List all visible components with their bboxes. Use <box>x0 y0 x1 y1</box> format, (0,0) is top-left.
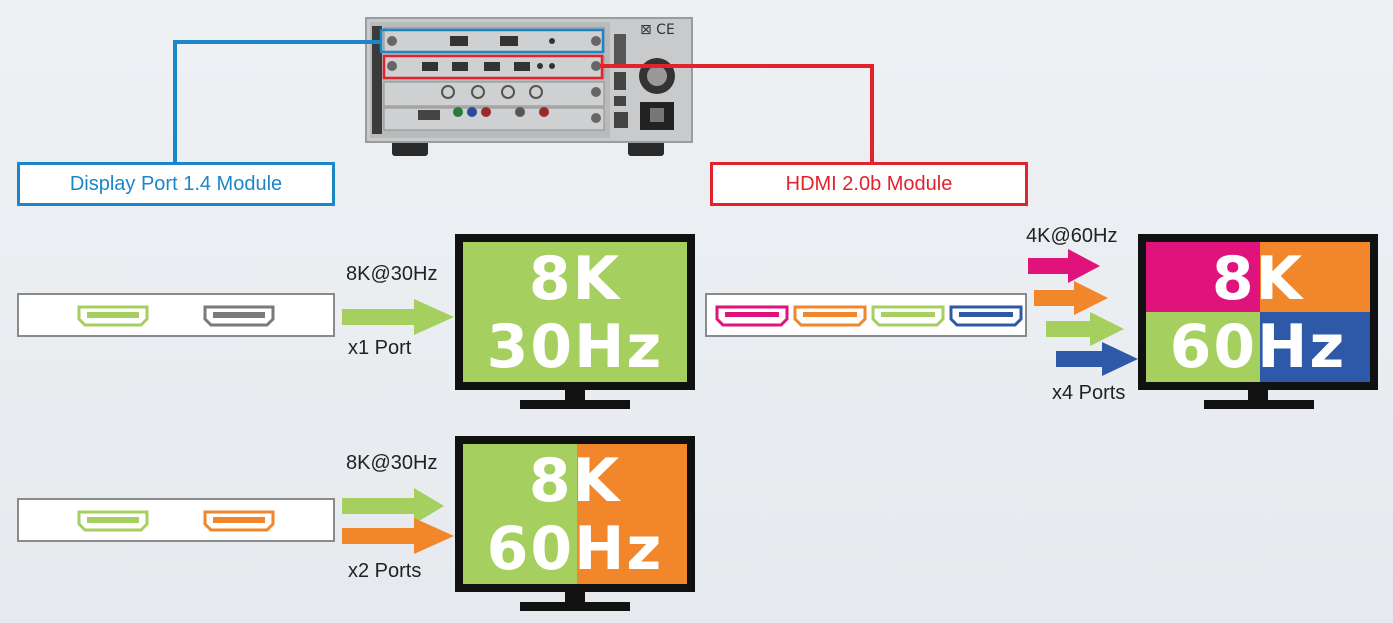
hdmi-port-icon-magenta <box>715 305 789 327</box>
hdmi-module-label: HDMI 2.0b Module <box>710 162 1028 206</box>
monitor-8k30-stand-neck <box>565 388 585 402</box>
row1-bottom-caption: x1 Port <box>348 337 412 359</box>
monitor-8k60-hdmi-stand-neck <box>1248 388 1268 402</box>
row2-arrow-orange <box>342 518 454 554</box>
monitor-8k60-dp-stand-base <box>520 602 630 611</box>
row3-arrow-orange <box>1034 281 1108 315</box>
dp-port-icon-green <box>77 510 149 532</box>
row3-arrow-blue <box>1056 342 1138 376</box>
monitor-8k60-dp-stand-neck <box>565 590 585 604</box>
row1-arrow-green <box>342 299 454 335</box>
quad-tl-text: 8 <box>1211 244 1256 314</box>
quad-bottom-right <box>1260 312 1370 382</box>
dp-port-icon-green <box>77 305 149 327</box>
dp-port-icons-dual <box>77 510 275 532</box>
hdmi-port-icons <box>715 305 1023 327</box>
monitor-8k60-dp: 8K 60Hz <box>455 436 695 592</box>
monitor-8k30-line1: 8K <box>528 244 622 314</box>
row3-bottom-caption: x4 Ports <box>1052 382 1126 404</box>
row2-arrow-green <box>342 488 444 524</box>
hdmi-module-label-text: HDMI 2.0b Module <box>785 172 953 195</box>
hdmi-port-icon-green <box>871 305 945 327</box>
monitor-8k60-hdmi-line2: 60Hz <box>1146 314 1370 380</box>
monitor-8k60-hdmi-line1: 8K <box>1146 246 1370 312</box>
row3-arrow-magenta <box>1028 249 1100 283</box>
hdmi-port-icon-orange <box>793 305 867 327</box>
monitor-8k30: 8K 30Hz <box>455 234 695 390</box>
quad-br-text: Hz <box>1257 312 1347 382</box>
row2-top-caption: 8K@30Hz <box>346 452 438 474</box>
row3-top-caption: 4K@60Hz <box>1026 225 1118 247</box>
quad-bl-text: 60 <box>1169 312 1258 382</box>
quad-tr-text: K <box>1255 244 1305 314</box>
monitor-8k60-dp-line1: 8K <box>528 446 622 516</box>
dp-port-icon-gray <box>203 305 275 327</box>
monitor-8k30-screen: 8K 30Hz <box>463 242 687 382</box>
monitor-8k60-hdmi-screen: 8K 60Hz <box>1146 242 1370 382</box>
monitor-8k60-hdmi-stand-base <box>1204 400 1314 409</box>
dp-port-icons <box>77 305 275 327</box>
displayport-module-label-text: Display Port 1.4 Module <box>69 172 283 195</box>
monitor-8k60-dp-screen: 8K 60Hz <box>463 444 687 584</box>
dp-port-panel-single <box>17 293 335 337</box>
dp-port-panel-dual <box>17 498 335 542</box>
displayport-module-label: Display Port 1.4 Module <box>17 162 335 206</box>
quad-bottom-left <box>1146 312 1260 382</box>
svg-text:⊠ CE: ⊠ CE <box>640 22 675 38</box>
hdmi-port-icon-blue <box>949 305 1023 327</box>
quad-top-right <box>1260 242 1370 312</box>
quad-top-left <box>1146 242 1260 312</box>
monitor-8k30-line2: 30Hz <box>486 312 664 382</box>
dp-port-icon-orange <box>203 510 275 532</box>
row2-bottom-caption: x2 Ports <box>348 560 422 582</box>
monitor-8k30-stand-base <box>520 400 630 409</box>
monitor-8k60-hdmi: 8K 60Hz <box>1138 234 1378 390</box>
hdmi-port-panel <box>705 293 1027 337</box>
row1-top-caption: 8K@30Hz <box>346 263 438 285</box>
monitor-8k60-dp-line2: 60Hz <box>486 514 664 584</box>
row3-arrow-green <box>1046 312 1124 346</box>
